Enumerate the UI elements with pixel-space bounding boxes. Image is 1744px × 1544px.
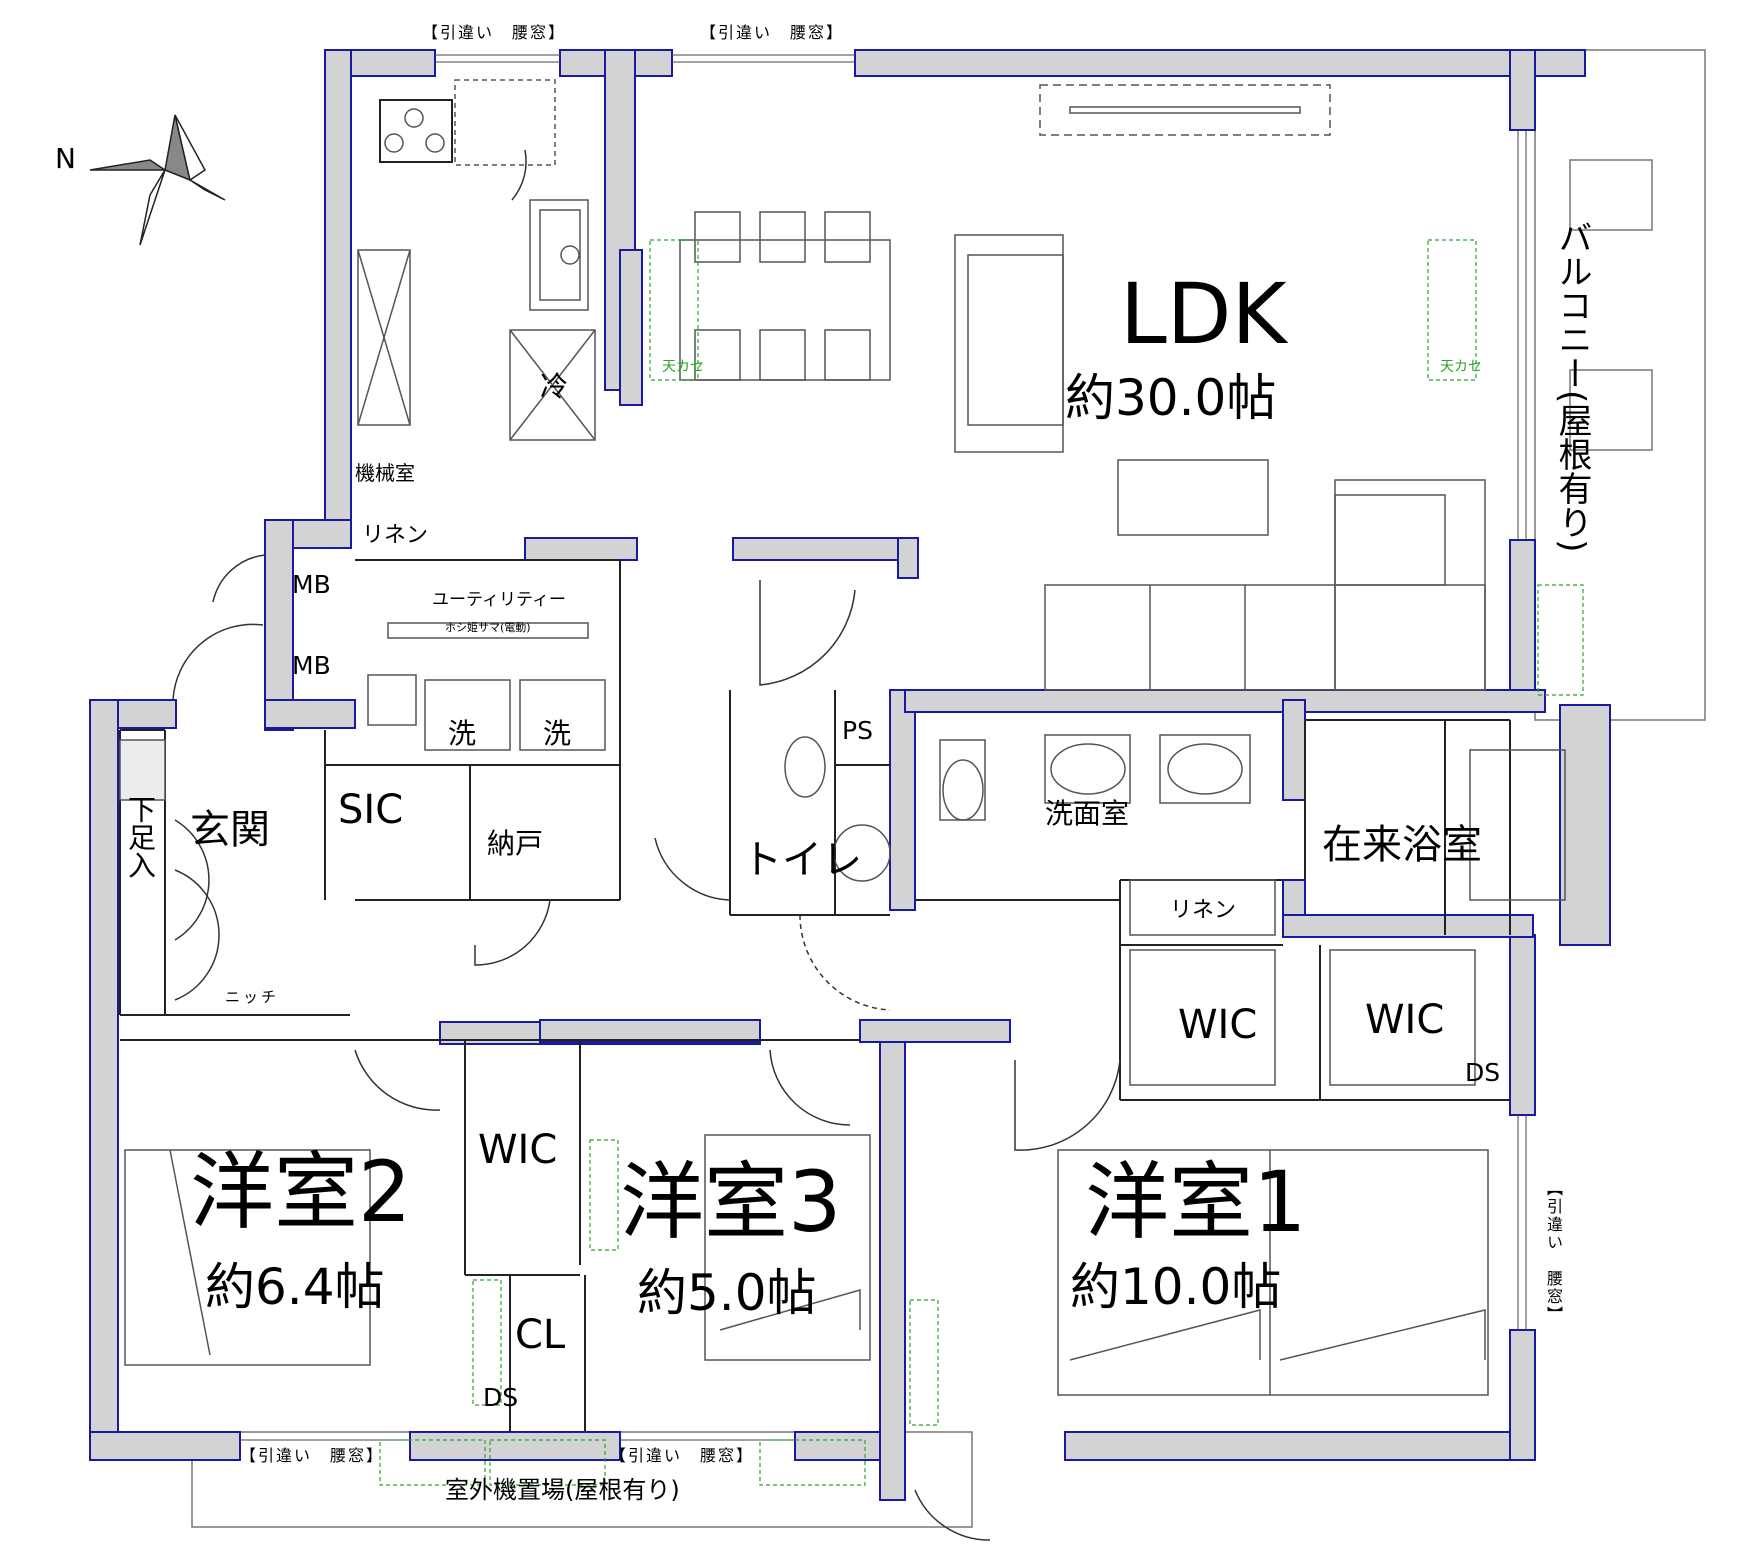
doors — [172, 149, 1121, 1541]
ac-area-label: 室外機置場(屋根有り) — [445, 1476, 680, 1504]
room-closet: CL — [515, 1312, 566, 1358]
shoe-box-label: 下足入 — [124, 795, 157, 879]
ac-units — [379, 239, 1584, 1486]
room-wic2: WIC — [1365, 997, 1445, 1043]
balcony-label: バルコニー(屋根有り) — [1552, 220, 1592, 553]
room-linen-hall: リネン — [1170, 898, 1237, 923]
room-western1-area: 約10.0帖 — [1070, 1258, 1282, 1316]
room-toilet: トイレ — [742, 837, 862, 883]
window-label-right: 【引違い 腰窓】 — [1544, 1180, 1563, 1324]
room-entrance: 玄関 — [190, 807, 270, 853]
window-label-top2: 【引違い 腰窓】 — [700, 23, 845, 42]
washer1-label: 洗 — [448, 717, 477, 750]
room-western3-area: 約5.0帖 — [637, 1264, 817, 1322]
dryer-label: ホシ姫サマ(電動) — [445, 621, 531, 634]
furniture — [119, 79, 1566, 1396]
window-glazing — [240, 54, 1527, 1441]
room-wic1: WIC — [1178, 1002, 1258, 1048]
room-washroom: 洗面室 — [1045, 797, 1130, 830]
room-western2-area: 約6.4帖 — [205, 1258, 385, 1316]
room-machine: 機械室 — [355, 461, 415, 485]
fridge-label: 冷 — [540, 370, 569, 403]
ac-label-2: 天カセ — [1440, 359, 1482, 375]
room-mb1: MB — [292, 570, 331, 599]
room-wic-western2: WIC — [478, 1127, 558, 1173]
ac-label-1: 天カセ — [662, 359, 704, 375]
room-ldk-name: LDK — [1120, 265, 1287, 363]
room-ds1: DS — [1465, 1058, 1501, 1087]
washer2-label: 洗 — [543, 717, 572, 750]
room-western3-name: 洋室3 — [620, 1153, 842, 1251]
room-mb2: MB — [292, 651, 331, 680]
room-sic: SIC — [338, 787, 404, 833]
room-utility: ユーティリティー — [432, 590, 566, 610]
room-bath: 在来浴室 — [1322, 822, 1482, 868]
compass-rose — [89, 114, 226, 246]
walls — [89, 49, 1611, 1501]
room-ds2: DS — [483, 1383, 519, 1412]
room-storage: 納戸 — [487, 827, 544, 860]
window-label-bottom2: 【引違い 腰窓】 — [610, 1446, 755, 1465]
north-mark: N — [55, 142, 76, 175]
window-label-top1: 【引違い 腰窓】 — [422, 23, 567, 42]
room-western2-name: 洋室2 — [190, 1143, 412, 1241]
room-western1-name: 洋室1 — [1085, 1153, 1307, 1251]
room-ps: PS — [842, 716, 873, 745]
balcony-outline — [191, 49, 1706, 1528]
window-label-bottom1: 【引違い 腰窓】 — [240, 1446, 385, 1465]
room-linen-kitchen: リネン — [362, 523, 429, 548]
room-ldk-area: 約30.0帖 — [1065, 369, 1277, 427]
niche-label: ニッチ — [225, 988, 280, 1006]
